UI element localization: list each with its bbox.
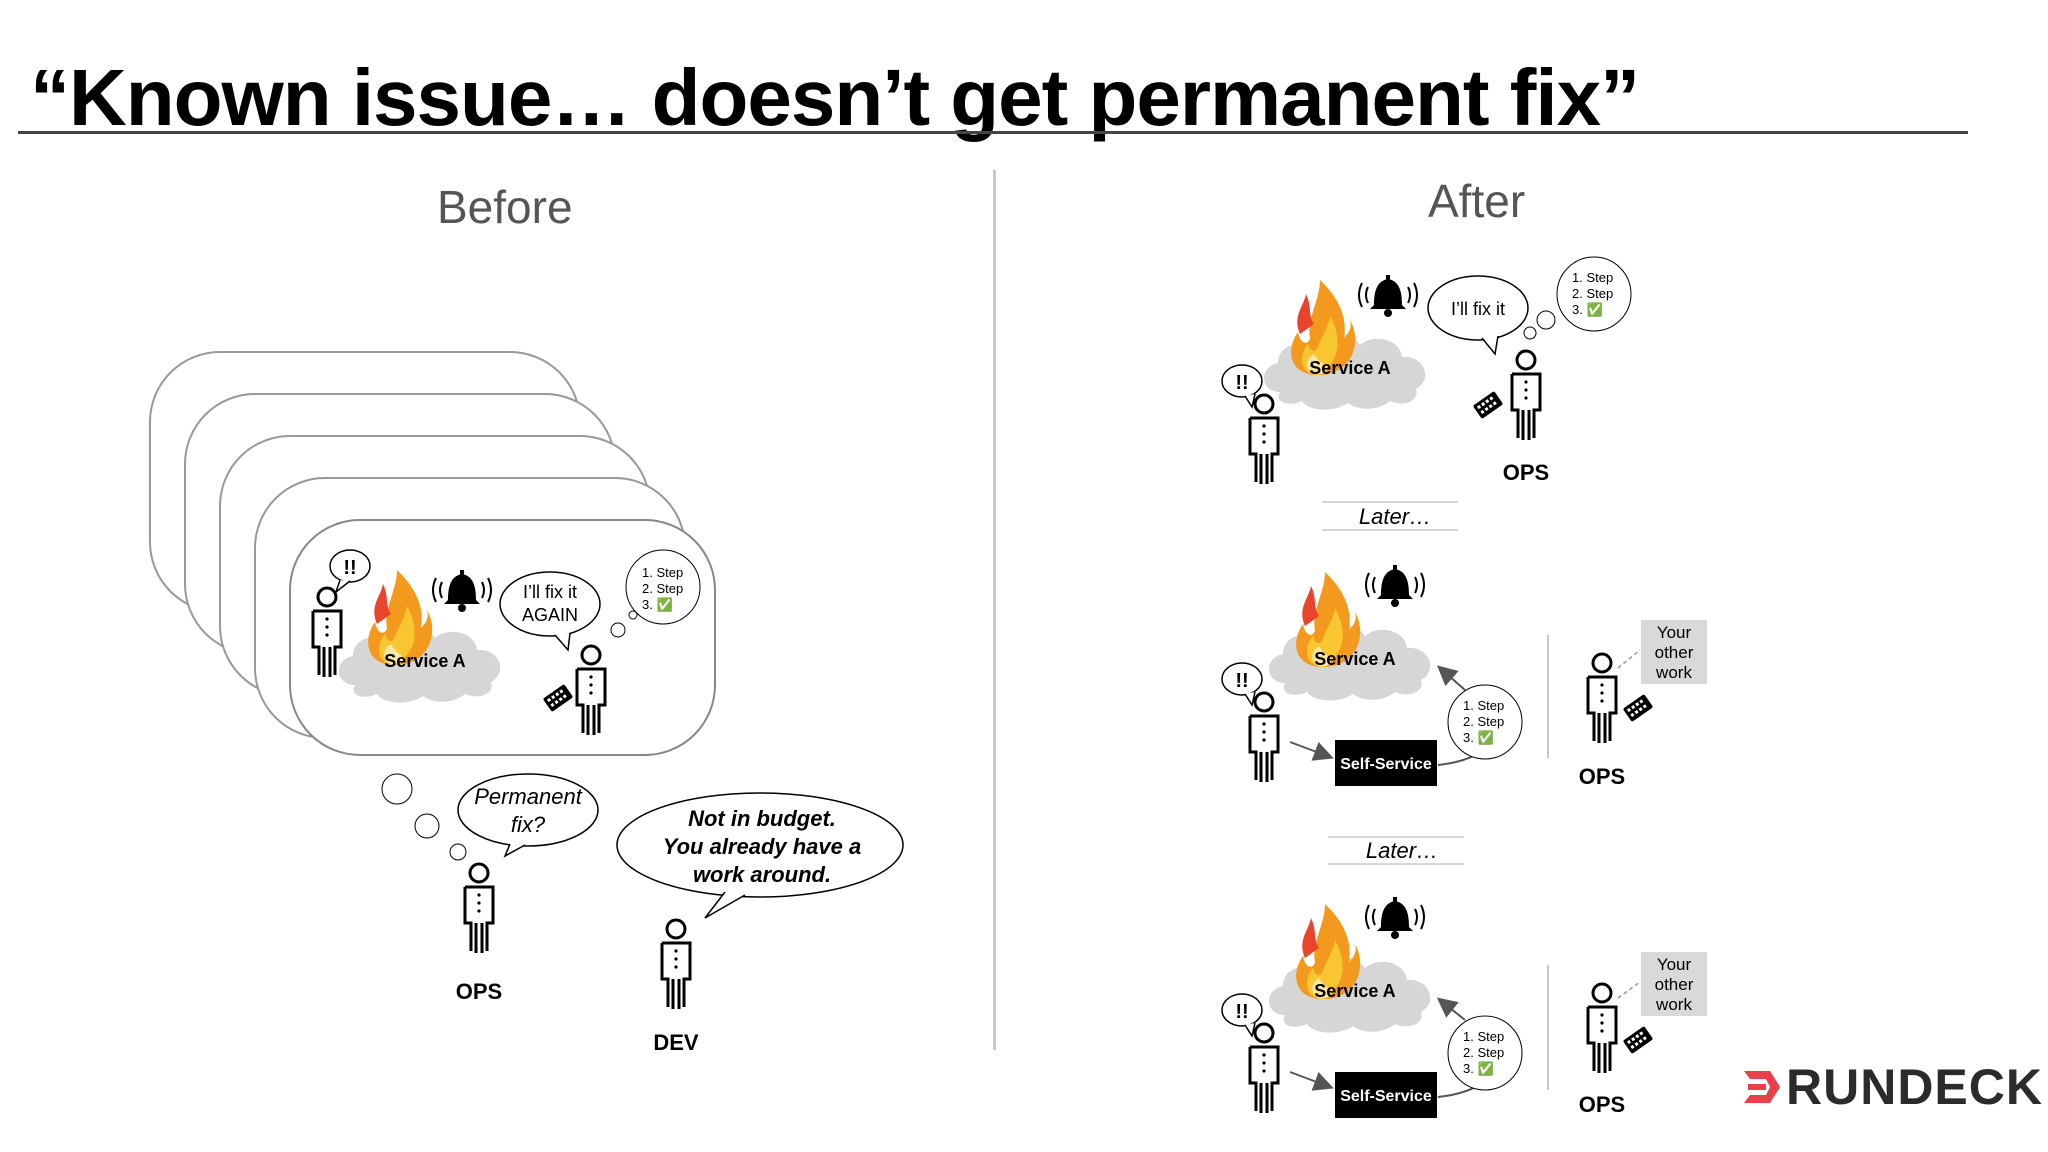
dev-figure xyxy=(660,918,692,1011)
step-2: 2. Step xyxy=(642,581,683,596)
bubble-line-2: AGAIN xyxy=(522,605,578,625)
ops-figure xyxy=(1586,982,1618,1075)
rundeck-logo-text: RUNDECK xyxy=(1786,1059,2043,1115)
other-work-line-2: other xyxy=(1655,643,1694,662)
alert-mark: !! xyxy=(1235,372,1248,394)
step-2: 2. Step xyxy=(1463,714,1504,729)
other-work-note xyxy=(1641,620,1707,684)
other-work-line-3: work xyxy=(1655,995,1692,1014)
fix-arrow xyxy=(1436,997,1466,1021)
alert-mark: !! xyxy=(343,557,356,579)
fix-arrow xyxy=(1436,665,1466,691)
later-label-2: Later… xyxy=(1366,838,1438,863)
request-arrow xyxy=(1289,1071,1334,1091)
user-figure xyxy=(1248,1022,1280,1115)
ops-speech-bubble: I’ll fix it AGAIN xyxy=(499,571,601,652)
ops-figure xyxy=(463,862,495,955)
step-1: 1. Step xyxy=(1463,698,1504,713)
user-figure xyxy=(1248,393,1280,486)
self-service-button xyxy=(1335,1072,1437,1118)
after-scene-2: !! Service A Self-Service 1. Step 2. Ste… xyxy=(1221,564,1707,789)
user-alert-bubble: !! xyxy=(1221,662,1263,707)
after-scene-3: !! Service A Self-Service 1. Step 2. Ste… xyxy=(1221,896,1707,1118)
after-heading: After xyxy=(1428,175,1526,227)
self-service-label: Self-Service xyxy=(1340,756,1432,773)
step-1: 1. Step xyxy=(642,565,683,580)
alarm-bell-icon xyxy=(1365,564,1425,608)
reply-line-3: work around. xyxy=(693,862,831,887)
phone-icon xyxy=(1622,1025,1654,1055)
other-work-line-3: work xyxy=(1655,663,1692,682)
step-3: 3. ✅ xyxy=(1572,302,1603,317)
step-3: 3. ✅ xyxy=(1463,730,1494,745)
user-figure xyxy=(1248,691,1280,784)
other-work-line-1: Your xyxy=(1657,955,1692,974)
other-work-line-1: Your xyxy=(1657,623,1692,642)
title-underline xyxy=(18,131,1968,134)
thought-line-2: fix? xyxy=(511,812,546,837)
request-arrow xyxy=(1289,741,1334,761)
step-2: 2. Step xyxy=(1572,286,1613,301)
dev-reply-bubble: Not in budget. You already have a work a… xyxy=(616,792,904,919)
steps-thought-bubble: 1. Step 2. Step 3. ✅ xyxy=(1447,684,1523,760)
service-label: Service A xyxy=(1314,981,1395,1001)
after-scene-1: !! Service A I’ll fix it 1. Step 2. Step… xyxy=(1221,256,1632,486)
step-1: 1. Step xyxy=(1572,270,1613,285)
user-alert-bubble: !! xyxy=(329,549,371,595)
permanent-fix-thought: Permanent fix? xyxy=(381,773,599,861)
thought-line-1: Permanent xyxy=(474,784,583,809)
self-service-label: Self-Service xyxy=(1340,1088,1432,1105)
column-divider xyxy=(993,170,996,1050)
steps-thought-bubble: 1. Step 2. Step 3. ✅ xyxy=(610,549,701,638)
ops-name: OPS xyxy=(1579,764,1625,789)
reply-line-1: Not in budget. xyxy=(688,806,836,831)
phone-icon xyxy=(1472,390,1504,420)
rundeck-logo-icon xyxy=(1744,1071,1780,1103)
other-work-line-2: other xyxy=(1655,975,1694,994)
steps-thought-bubble: 1. Step 2. Step 3. ✅ xyxy=(1523,256,1632,340)
steps-thought-bubble: 1. Step 2. Step 3. ✅ xyxy=(1447,1015,1523,1091)
alarm-bell-icon xyxy=(1358,274,1418,318)
self-service-button xyxy=(1335,740,1437,786)
ops-figure xyxy=(1510,349,1542,442)
service-label: Service A xyxy=(384,651,465,671)
alert-mark: !! xyxy=(1235,670,1248,692)
reply-line-2: You already have a xyxy=(663,834,862,859)
user-alert-bubble: !! xyxy=(1221,364,1263,409)
service-label: Service A xyxy=(1314,649,1395,669)
user-alert-bubble: !! xyxy=(1221,993,1263,1038)
alarm-bell-icon xyxy=(1365,896,1425,940)
step-2: 2. Step xyxy=(1463,1045,1504,1060)
phone-icon xyxy=(1622,693,1654,723)
before-heading: Before xyxy=(437,181,573,233)
bubble-text: I’ll fix it xyxy=(1451,299,1505,319)
slide-title: “Known issue… doesn’t get permanent fix” xyxy=(30,53,1640,142)
other-work-note xyxy=(1641,952,1707,1016)
step-3: 3. ✅ xyxy=(642,597,673,612)
ops-name: OPS xyxy=(456,979,502,1004)
ops-speech-bubble: I’ll fix it xyxy=(1427,275,1529,356)
later-label-1: Later… xyxy=(1359,504,1431,529)
bubble-line-1: I’ll fix it xyxy=(523,582,577,602)
step-1: 1. Step xyxy=(1463,1029,1504,1044)
step-3: 3. ✅ xyxy=(1463,1061,1494,1076)
service-label: Service A xyxy=(1309,358,1390,378)
dev-name: DEV xyxy=(653,1030,699,1055)
rundeck-logo: RUNDECK xyxy=(1742,1058,2043,1116)
ops-name: OPS xyxy=(1579,1092,1625,1117)
ops-name: OPS xyxy=(1503,460,1549,485)
alert-mark: !! xyxy=(1235,1001,1248,1023)
ops-figure xyxy=(1586,652,1618,745)
before-front-card: !! Service A I’ll fix it AGAIN 1. Step 2… xyxy=(311,549,701,737)
